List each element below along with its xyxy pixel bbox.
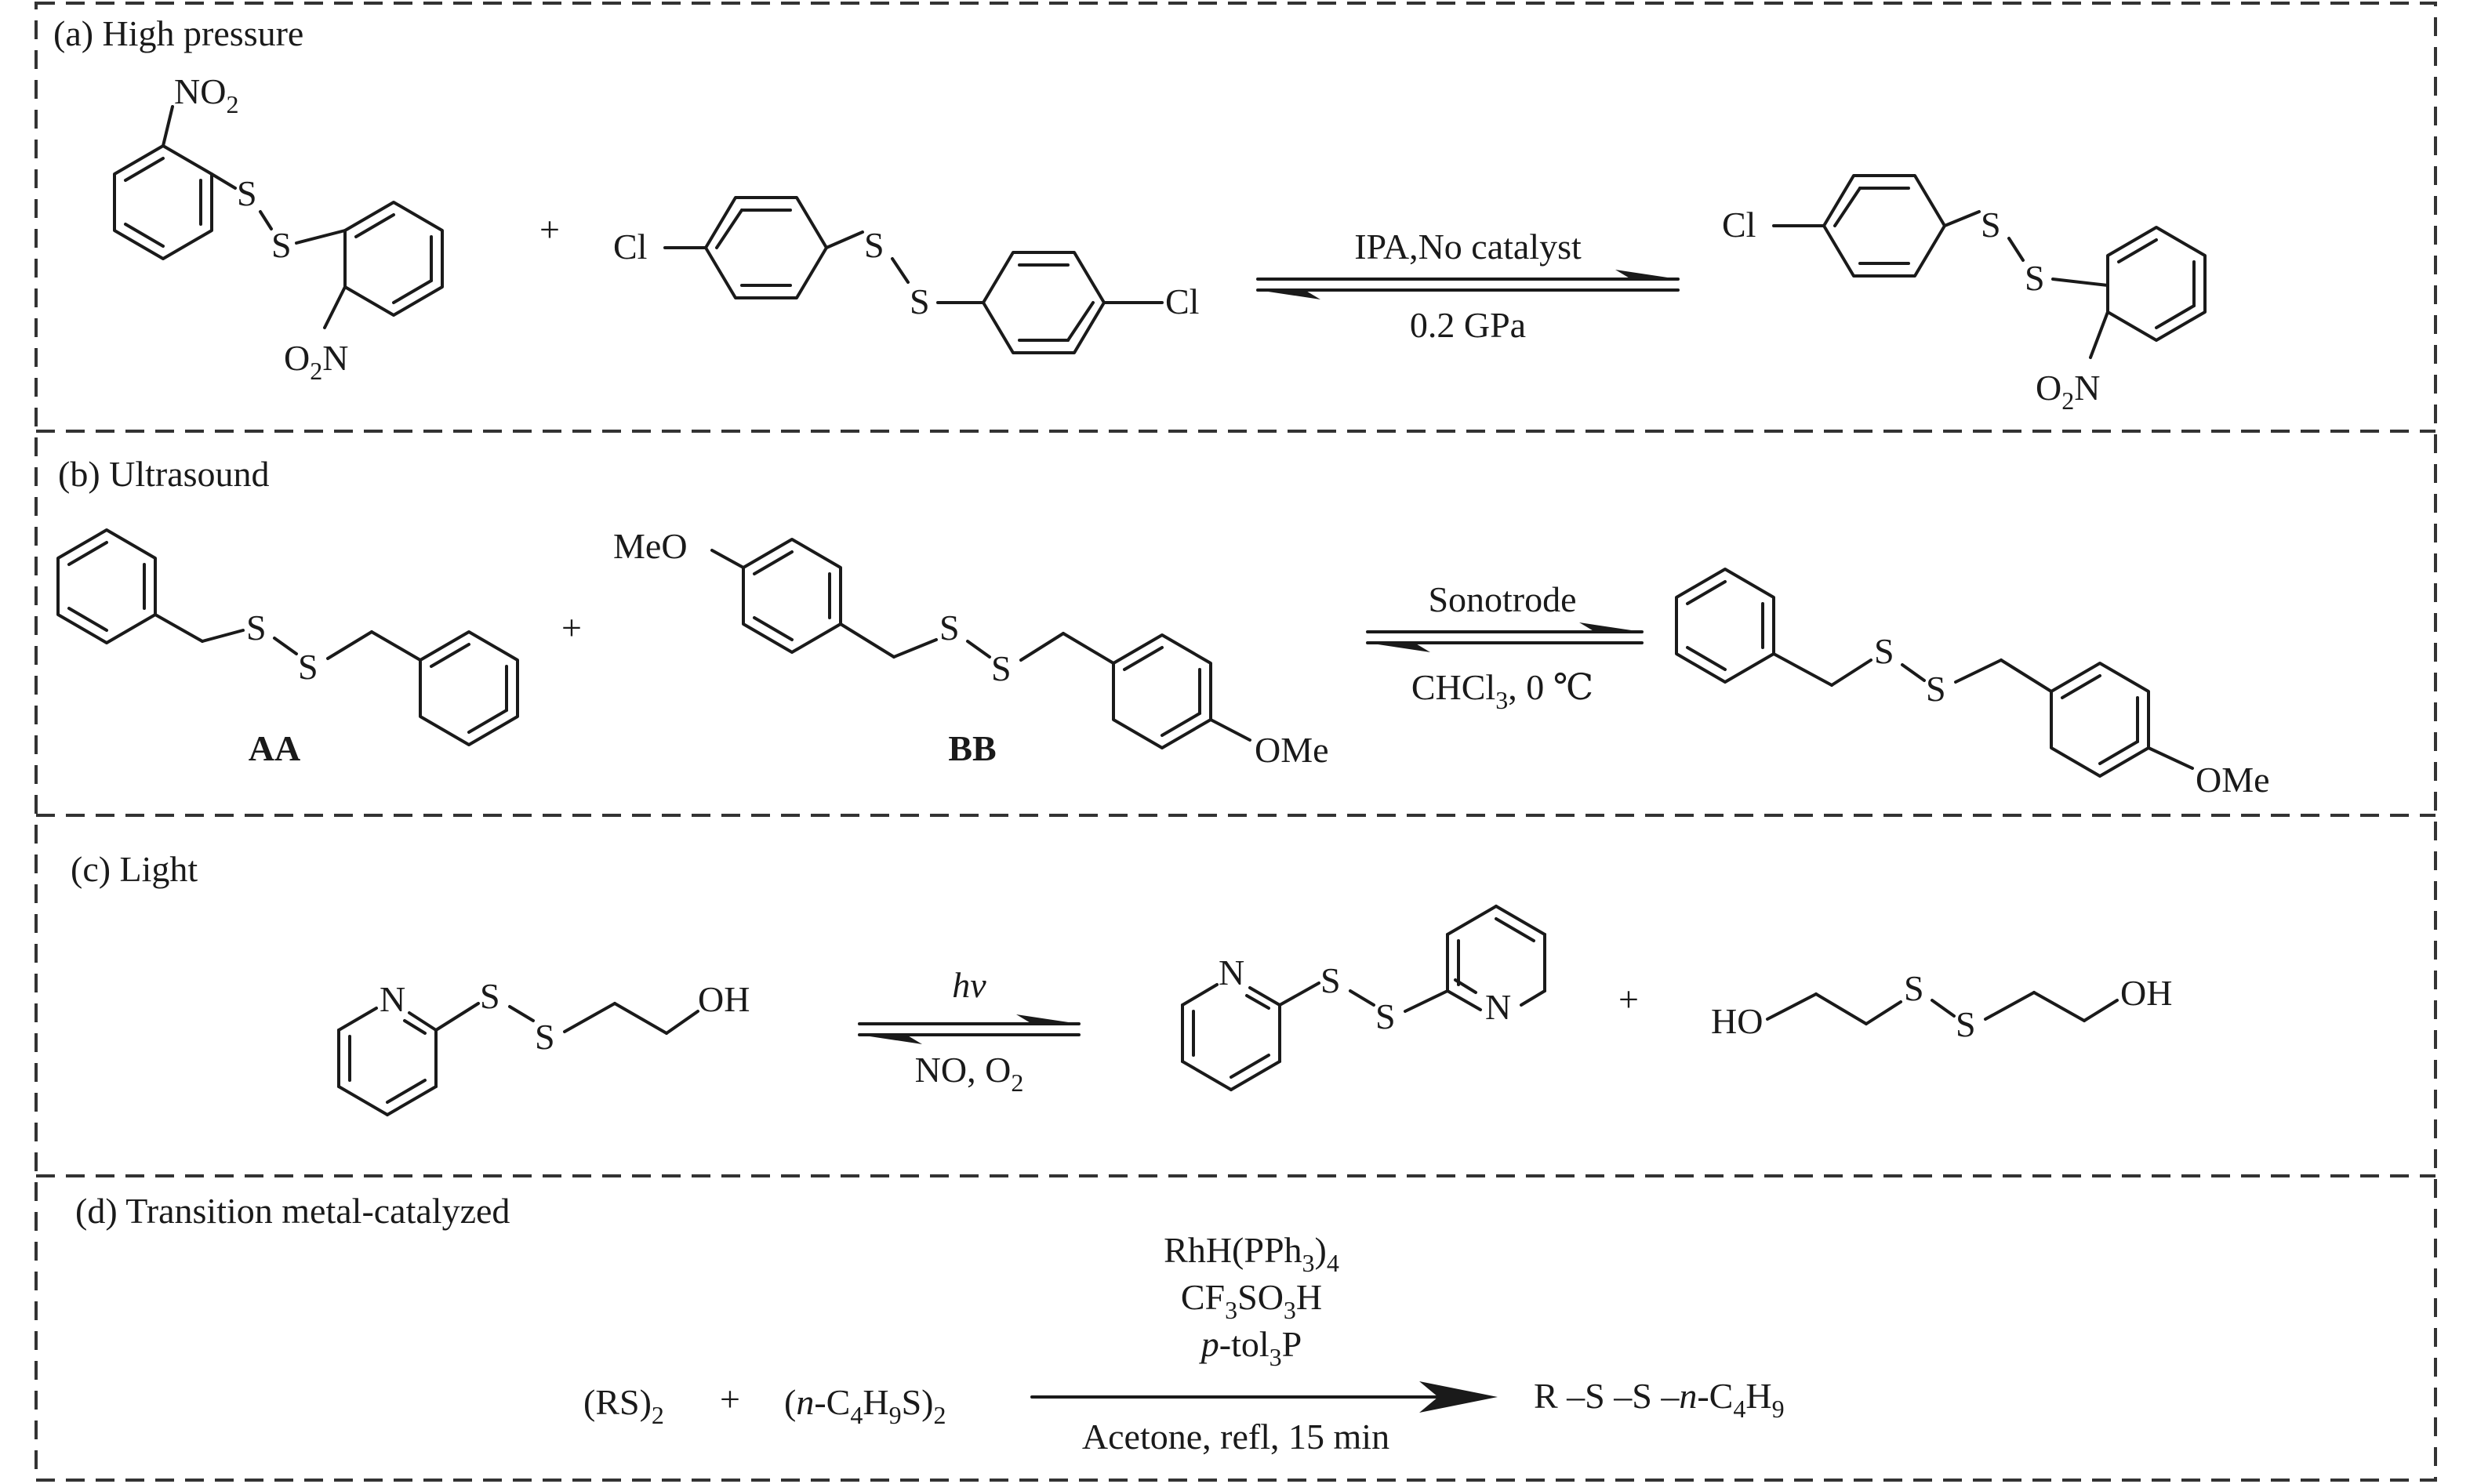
atom-hydroxyl: OH xyxy=(698,979,750,1019)
atom-sulfur: S xyxy=(1904,968,1924,1008)
reactant-bis-chlorophenyl-disulfide: Cl S S Cl xyxy=(613,196,1199,354)
panel-d-title: (d) Transition metal-catalyzed xyxy=(75,1191,510,1231)
atom-methoxy: OMe xyxy=(1255,730,1329,770)
atom-nitrogen: N xyxy=(1485,987,1511,1027)
product-butyl-disulfide: R –S –S –n-C4H9 xyxy=(1534,1376,1785,1423)
atom-o2n-label: O2N xyxy=(284,338,348,385)
product-mixed-disulfide: Cl S S O2N xyxy=(1722,174,2207,415)
reactant-dibutyl-disulfide: (n-C4H9S)2 xyxy=(784,1382,946,1429)
atom-sulfur: S xyxy=(991,648,1012,688)
condition-solvent-temperature: CHCl3, 0 ℃ xyxy=(1411,667,1593,714)
reactant-bis-methoxybenzyl-disulfide: MeO S S OMe BB xyxy=(613,526,1329,770)
condition-solvent: IPA,No catalyst xyxy=(1354,227,1582,267)
reactant-dibenzyl-disulfide: S S AA xyxy=(56,528,519,768)
atom-sulfur: S xyxy=(864,225,884,265)
condition-sonotrode: Sonotrode xyxy=(1428,579,1576,619)
panel-d: (d) Transition metal-catalyzed (RS)2 + (… xyxy=(75,1191,1785,1457)
atom-sulfur: S xyxy=(939,608,960,648)
plus-sign: + xyxy=(561,608,582,648)
atom-no2-label: NO2 xyxy=(174,71,238,118)
atom-sulfur: S xyxy=(298,647,318,687)
atom-chlorine: Cl xyxy=(613,227,647,267)
atom-methoxy: MeO xyxy=(613,526,688,566)
panel-c: (c) Light N S S OH xyxy=(71,849,2172,1116)
atom-sulfur: S xyxy=(480,976,500,1016)
atom-sulfur: S xyxy=(1926,669,1946,709)
reactant-pyridyl-hydroxyethyl-disulfide: N S S OH xyxy=(337,976,750,1116)
equilibrium-arrow-a: IPA,No catalyst 0.2 GPa xyxy=(1256,227,1680,345)
compound-label-aa: AA xyxy=(249,728,300,768)
atom-sulfur: S xyxy=(1320,960,1341,1000)
panel-b: (b) Ultrasound S S AA + MeO xyxy=(56,454,2270,800)
panel-a-title: (a) High pressure xyxy=(53,13,303,53)
condition-solvent-reflux: Acetone, refl, 15 min xyxy=(1082,1417,1389,1457)
plus-sign: + xyxy=(720,1379,740,1419)
atom-sulfur: S xyxy=(1956,1004,1976,1044)
atom-methoxy: OMe xyxy=(2196,760,2270,800)
atom-sulfur: S xyxy=(1375,996,1396,1036)
atom-sulfur: S xyxy=(246,608,267,648)
condition-gas: NO, O2 xyxy=(915,1050,1024,1097)
atom-chlorine: Cl xyxy=(1165,281,1199,321)
atom-hydroxyl: OH xyxy=(2120,973,2172,1013)
panel-c-title: (c) Light xyxy=(71,849,198,889)
atom-hydroxyl: HO xyxy=(1711,1001,1763,1041)
atom-sulfur: S xyxy=(1981,205,2001,245)
atom-o2n-label: O2N xyxy=(2036,368,2100,415)
reactant-bis-nitrophenyl-disulfide: NO2 S S O2N xyxy=(113,71,444,385)
compound-label-bb: BB xyxy=(948,728,996,768)
reagent-triflic-acid: CF3SO3H xyxy=(1181,1277,1322,1324)
dashed-frame xyxy=(35,2,2437,1482)
atom-sulfur: S xyxy=(2025,258,2045,298)
panel-a: (a) High pressure NO2 S S O2N + Cl xyxy=(53,13,2207,415)
reaction-arrow-d: RhH(PPh3)4 CF3SO3H p-tol3P Acetone, refl… xyxy=(1030,1230,1498,1457)
condition-light: hν xyxy=(952,965,986,1005)
atom-chlorine: Cl xyxy=(1722,205,1756,245)
atom-sulfur: S xyxy=(1874,631,1894,671)
reagent-tritolylphosphine: p-tol3P xyxy=(1199,1324,1302,1371)
equilibrium-arrow-b: Sonotrode CHCl3, 0 ℃ xyxy=(1366,579,1644,714)
product-benzyl-methoxybenzyl-disulfide: S S OMe xyxy=(1675,568,2270,800)
atom-sulfur: S xyxy=(535,1017,555,1057)
reactant-rs2: (RS)2 xyxy=(583,1382,664,1429)
equilibrium-arrow-c: hν NO, O2 xyxy=(858,965,1081,1097)
reagent-rhodium-catalyst: RhH(PPh3)4 xyxy=(1164,1230,1339,1277)
product-dipyridyl-disulfide: N S S N xyxy=(1181,905,1546,1091)
atom-sulfur: S xyxy=(237,173,257,213)
product-dithiodiethanol: HO S S OH xyxy=(1711,968,2172,1044)
atom-sulfur: S xyxy=(271,225,292,265)
panel-b-title: (b) Ultrasound xyxy=(58,454,270,494)
condition-pressure: 0.2 GPa xyxy=(1410,305,1526,345)
atom-nitrogen: N xyxy=(1219,952,1244,992)
atom-nitrogen: N xyxy=(380,979,405,1019)
plus-sign: + xyxy=(1618,979,1639,1019)
plus-sign: + xyxy=(539,209,560,249)
atom-sulfur: S xyxy=(910,281,930,321)
